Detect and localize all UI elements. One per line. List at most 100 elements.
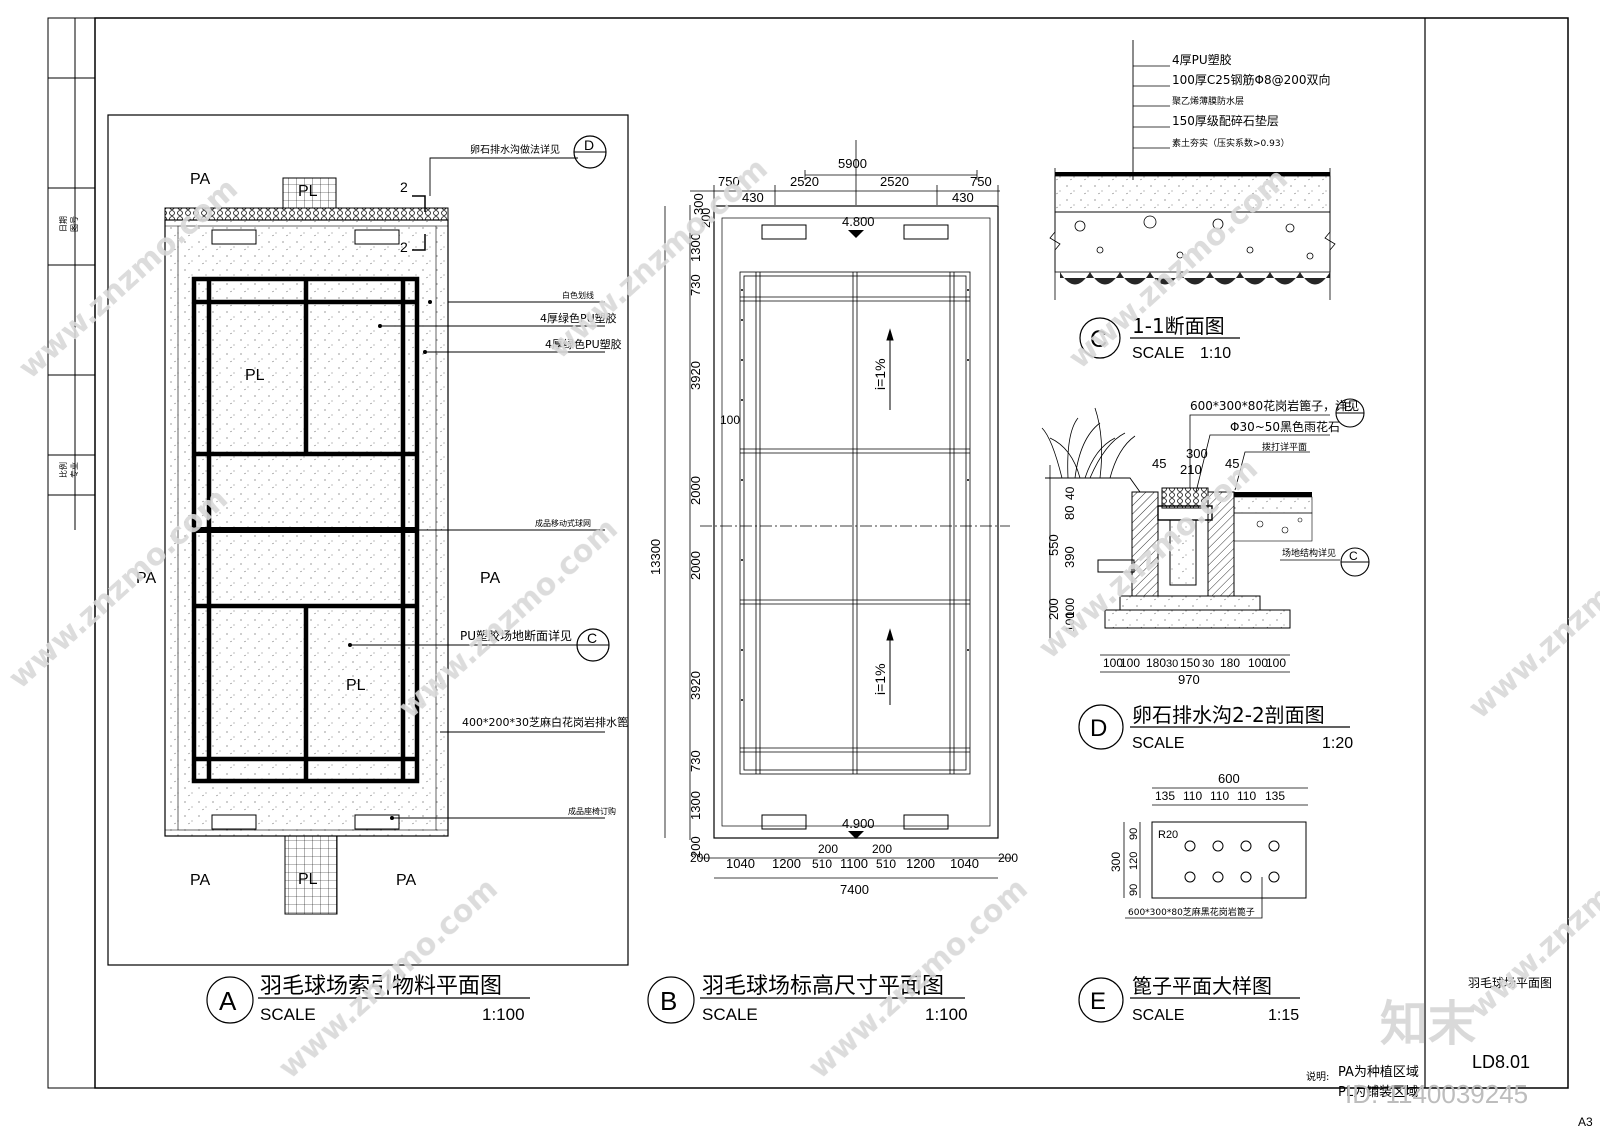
level-top: 4.800 bbox=[842, 214, 875, 229]
slope-label: i=1% bbox=[872, 663, 888, 695]
dim: 750 bbox=[718, 174, 740, 189]
callout: Φ30~50黑色雨花石 bbox=[1230, 419, 1340, 434]
zone-label-pl: PL bbox=[298, 183, 318, 200]
note-pl: PL为铺装区域 bbox=[1338, 1085, 1418, 1100]
zone-label-pa: PA bbox=[396, 872, 416, 889]
drain-grate bbox=[211, 229, 257, 245]
drain-grate bbox=[354, 229, 400, 245]
grate-holes bbox=[1184, 840, 1280, 883]
dim: 210 bbox=[1180, 462, 1202, 477]
watermark-text: www.znzmo.com bbox=[1462, 511, 1600, 726]
title-block-c: C 1-1断面图 SCALE 1:10 bbox=[1079, 314, 1240, 362]
detail-ref-e: E bbox=[1335, 398, 1365, 428]
zone-label-pa: PA bbox=[480, 570, 500, 587]
drawing-title: 1-1断面图 bbox=[1132, 314, 1225, 338]
title-circle: B bbox=[660, 986, 677, 1016]
dim: 100 bbox=[1120, 656, 1140, 670]
callout-green-pu: 4厚绿色PU塑胶 bbox=[545, 337, 622, 351]
dim: 390 bbox=[1062, 546, 1077, 568]
zone-label-pa: PA bbox=[136, 570, 156, 587]
side-label: 比例 bbox=[58, 462, 68, 478]
callout-white-line: 白色划线 bbox=[562, 290, 594, 300]
detail-ref-c: C bbox=[576, 628, 610, 662]
svg-text:E: E bbox=[1344, 400, 1352, 414]
title-block-e: E 篦子平面大样图 SCALE 1:15 bbox=[1078, 974, 1300, 1024]
dim: 2000 bbox=[688, 551, 703, 580]
title-block-b: B 羽毛球场标高尺寸平面图 SCALE 1:100 bbox=[647, 974, 968, 1024]
layer-label: 素土夯实（压实系数>0.93） bbox=[1172, 137, 1290, 149]
title-circle: E bbox=[1090, 988, 1106, 1015]
gravel-fill bbox=[1161, 487, 1209, 509]
drawing-a: PA PL PL PL PA PA PA PL PA 2 2 卵石排水沟做法详见… bbox=[107, 114, 629, 1024]
pu-layer bbox=[1055, 172, 1330, 176]
dim: 200 bbox=[1046, 598, 1061, 620]
dim: 1040 bbox=[726, 856, 755, 871]
notes-label: 说明: bbox=[1306, 1070, 1329, 1083]
sheet-frame bbox=[47, 17, 1569, 1089]
scale-value: 1:20 bbox=[1322, 735, 1353, 752]
dim: 120 bbox=[1128, 852, 1140, 870]
drain-grate bbox=[903, 224, 949, 240]
dim: 40 bbox=[1063, 486, 1077, 500]
dim-overall-height: 13300 bbox=[648, 539, 663, 575]
dim: 430 bbox=[952, 190, 974, 205]
dim: 200 bbox=[818, 842, 838, 856]
watermark-logo: 知末 bbox=[1380, 996, 1476, 1052]
soil-layer bbox=[1060, 272, 1330, 285]
sheet-number: LD8.01 bbox=[1472, 1052, 1530, 1072]
dim-overall: 970 bbox=[1178, 672, 1200, 687]
dim: 100 bbox=[1266, 656, 1286, 670]
scale-label: SCALE bbox=[1132, 1007, 1184, 1024]
slope-arrow bbox=[886, 328, 894, 705]
drawing-a-border bbox=[107, 114, 629, 966]
scale-value: 1:100 bbox=[482, 1005, 525, 1024]
size-mark: A3 bbox=[1578, 1115, 1593, 1129]
grate bbox=[1157, 505, 1213, 521]
grate-plan bbox=[1151, 821, 1307, 899]
dim: 135 bbox=[1155, 789, 1175, 803]
detail-ref-c: C bbox=[1340, 547, 1370, 577]
note-pa: PA为种植区域 bbox=[1338, 1065, 1419, 1080]
zone-label-pa: PA bbox=[190, 872, 210, 889]
zone-label-pl: PL bbox=[298, 871, 318, 888]
dim: 80 bbox=[1062, 506, 1077, 520]
level-marker bbox=[848, 230, 864, 238]
dim: 510 bbox=[876, 857, 896, 871]
scale-label: SCALE bbox=[260, 1005, 316, 1024]
paving-path-top bbox=[282, 177, 337, 209]
drain-grate bbox=[761, 224, 807, 240]
zone-label-pl: PL bbox=[245, 367, 265, 384]
svg-text:C: C bbox=[1349, 549, 1358, 563]
dim: 550 bbox=[1046, 534, 1061, 556]
drain-grate bbox=[903, 814, 949, 830]
dim-top-overall: 5900 bbox=[838, 156, 867, 171]
layer-label: 聚乙烯薄膜防水层 bbox=[1172, 95, 1244, 107]
dim: 300 bbox=[1109, 852, 1123, 872]
drawing-title: 篦子平面大样图 bbox=[1132, 974, 1272, 998]
dim: 200 bbox=[699, 208, 713, 228]
scale-value: 1:10 bbox=[1200, 345, 1231, 362]
scale-value: 1:15 bbox=[1268, 1007, 1299, 1024]
layer-label: 150厚级配碎石垫层 bbox=[1172, 113, 1279, 128]
callout: 拨打详平面 bbox=[1262, 441, 1307, 453]
drain-grate bbox=[211, 814, 257, 830]
dim: 430 bbox=[742, 190, 764, 205]
svg-text:C: C bbox=[587, 630, 597, 646]
dim: 1200 bbox=[906, 856, 935, 871]
zone-label-pl: PL bbox=[346, 677, 366, 694]
dim: 110 bbox=[1237, 789, 1256, 803]
court-lines bbox=[191, 276, 420, 784]
scale-label: SCALE bbox=[1132, 345, 1184, 362]
side-label: 专业 bbox=[69, 462, 79, 478]
drawing-title: 羽毛球场标高尺寸平面图 bbox=[702, 974, 944, 999]
section-mark: 2 bbox=[400, 239, 408, 255]
drawing-d: 600*300*80花岗岩篦子，详见 Φ30~50黑色雨花石 拨打详平面 场地结… bbox=[1041, 398, 1370, 752]
drawing-c: 4厚PU塑胶 100厚C25钢筋Φ8@200双向 聚乙烯薄膜防水层 150厚级配… bbox=[1049, 40, 1336, 362]
drawing-title: 卵石排水沟2-2剖面图 bbox=[1132, 703, 1325, 727]
dim: 1200 bbox=[772, 856, 801, 871]
dim: 100 bbox=[1103, 656, 1123, 670]
title-block-d: D 卵石排水沟2-2剖面图 SCALE 1:20 bbox=[1078, 703, 1353, 752]
channel-wall bbox=[1131, 491, 1159, 597]
base-layer bbox=[1104, 609, 1291, 629]
court-line-dots bbox=[741, 289, 969, 701]
